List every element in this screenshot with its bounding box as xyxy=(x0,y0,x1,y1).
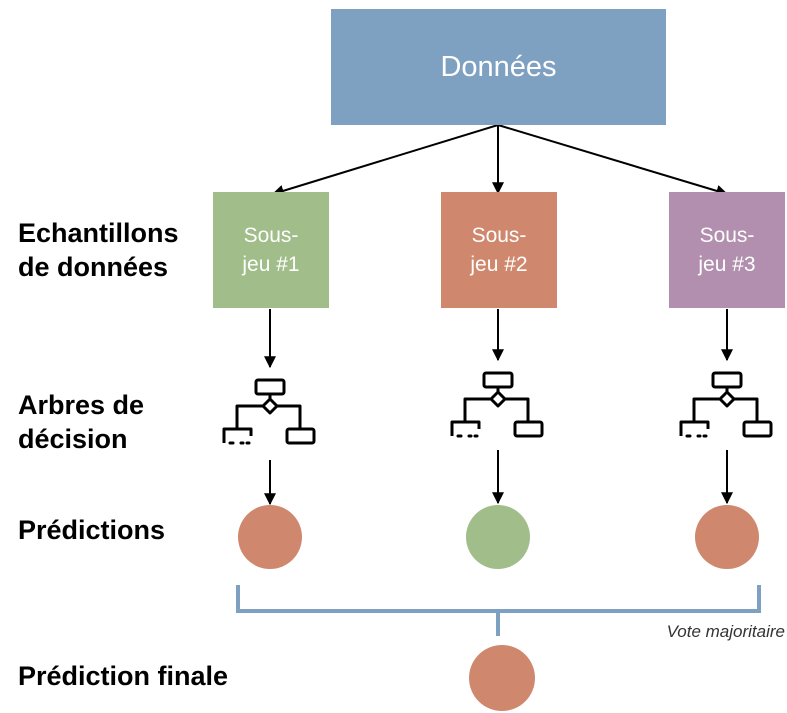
subset-label-line1: Sous- xyxy=(471,224,527,247)
arrow-root-to-subset-1 xyxy=(271,124,499,197)
row-label-samples-line1: Echantillons xyxy=(18,218,179,248)
subset-box-3: Sous- jeu #3 xyxy=(669,192,785,308)
prediction-circle-1 xyxy=(238,505,302,569)
row-label-trees-line2: décision xyxy=(18,424,128,454)
data-root-box: Données xyxy=(331,9,666,125)
prediction-circle-3 xyxy=(695,505,759,569)
final-prediction-circle xyxy=(469,645,535,711)
decision-tree-icon xyxy=(450,371,544,438)
row-label-samples: Echantillons de données xyxy=(18,216,179,284)
subset-label-line1: Sous- xyxy=(243,224,299,247)
subset-label-line1: Sous- xyxy=(699,224,755,247)
row-label-trees-line1: Arbres de xyxy=(18,390,145,420)
prediction-circle-2 xyxy=(466,505,530,569)
row-label-final: Prédiction finale xyxy=(18,661,229,691)
subset-label-line2: jeu #2 xyxy=(470,253,528,276)
arrow-root-to-subset-3 xyxy=(497,124,729,197)
subset-label-line2: jeu #3 xyxy=(698,253,756,276)
data-root-label: Données xyxy=(440,50,557,83)
subset-box-2: Sous- jeu #2 xyxy=(441,192,557,308)
decision-tree-icon xyxy=(222,378,316,445)
majority-vote-bracket xyxy=(236,585,761,636)
decision-tree-icon xyxy=(679,371,773,438)
subset-box-1: Sous- jeu #1 xyxy=(213,192,329,308)
row-label-samples-line2: de données xyxy=(18,252,169,282)
vote-label: Vote majoritaire xyxy=(666,622,785,641)
row-label-trees: Arbres de décision xyxy=(18,388,144,456)
row-label-predictions: Prédictions xyxy=(18,515,166,545)
subset-label-line2: jeu #1 xyxy=(242,253,300,276)
